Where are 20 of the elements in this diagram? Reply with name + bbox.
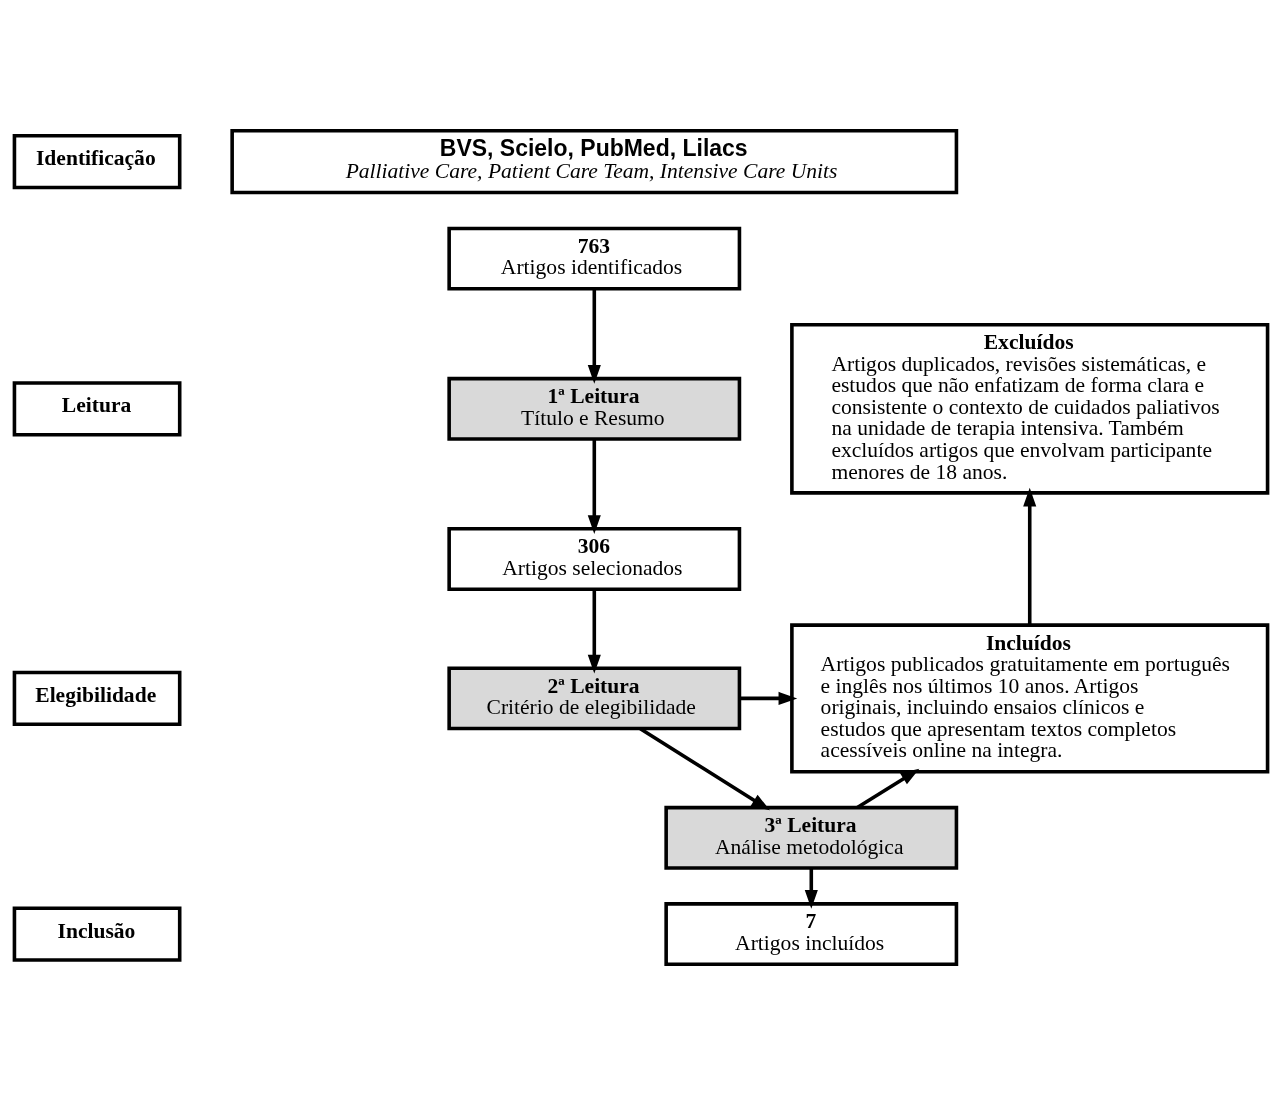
arrow bbox=[639, 727, 770, 811]
node-box: 2ª Leitura Critério de elegibilidade bbox=[447, 666, 742, 731]
node-box: Inclusão bbox=[12, 906, 182, 962]
arrow bbox=[1023, 487, 1037, 625]
node-box: 763 Artigos identificados bbox=[447, 226, 742, 291]
node-box: Excluídos Artigos duplicados, revisões sistemáticas, e estudos que não enfatizam de forma clara e consistente o contexto de cuidados paliativos na unidade de terapia intensiva. Também excluídos artigos que envolvam participante menores de 18 anos. bbox=[790, 322, 1270, 495]
arrow bbox=[587, 289, 601, 384]
node-box: 1ª Leitura Título e Resumo bbox=[447, 376, 742, 441]
node-box: BVS, Scielo, PubMed, Lilacs Palliative Care, Patient Care Team, Intensive Care Units bbox=[230, 128, 959, 195]
arrow bbox=[587, 439, 601, 534]
arrow bbox=[804, 868, 818, 909]
node-box: Elegibilidade bbox=[12, 670, 182, 727]
arrow bbox=[587, 589, 601, 674]
arrow bbox=[739, 691, 798, 705]
node-box: Incluídos Artigos publicados gratuitamente em português e inglês nos últimos 10 anos. Artigos originais, incluindo ensaios clínicos e estudos que apresentam textos completos acessíveis online na integra. bbox=[790, 623, 1270, 774]
node-box: 306 Artigos selecionados bbox=[447, 527, 742, 591]
node-box: 3ª Leitura Análise metodológica bbox=[664, 805, 959, 870]
node-box: Leitura bbox=[12, 381, 182, 437]
node-box: Identificação bbox=[12, 134, 182, 190]
node-box: 7 Artigos incluídos bbox=[664, 902, 959, 967]
